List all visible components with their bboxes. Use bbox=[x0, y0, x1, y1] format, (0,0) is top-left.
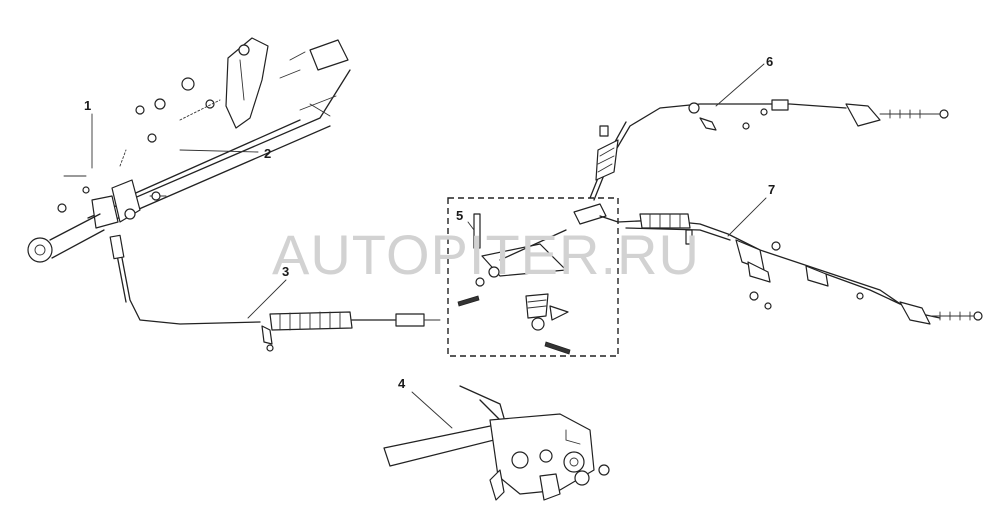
leader-6 bbox=[715, 63, 765, 107]
front-cable bbox=[109, 234, 441, 352]
rear-cable-lower bbox=[617, 213, 983, 325]
rear-cable-upper bbox=[589, 99, 949, 201]
callout-4: 4 bbox=[398, 376, 406, 391]
watermark-text: AUTOPITER.RU bbox=[272, 223, 700, 286]
lever-bracket-assembly bbox=[27, 37, 351, 263]
leader-7 bbox=[727, 197, 767, 237]
callout-leaders bbox=[91, 63, 767, 429]
leader-5 bbox=[467, 221, 475, 231]
callout-5: 5 bbox=[456, 208, 463, 223]
callout-3: 3 bbox=[282, 264, 289, 279]
equalizer-detail-box bbox=[447, 197, 619, 357]
callout-2: 2 bbox=[264, 146, 271, 161]
callout-6: 6 bbox=[766, 54, 773, 69]
leader-3 bbox=[247, 279, 287, 319]
parking-brake-lever bbox=[383, 385, 610, 501]
callout-1: 1 bbox=[84, 98, 91, 113]
leader-4 bbox=[411, 391, 453, 429]
callout-labels: 1 2 3 4 5 6 7 bbox=[84, 54, 775, 391]
leader-2 bbox=[179, 149, 259, 153]
callout-7: 7 bbox=[768, 182, 775, 197]
